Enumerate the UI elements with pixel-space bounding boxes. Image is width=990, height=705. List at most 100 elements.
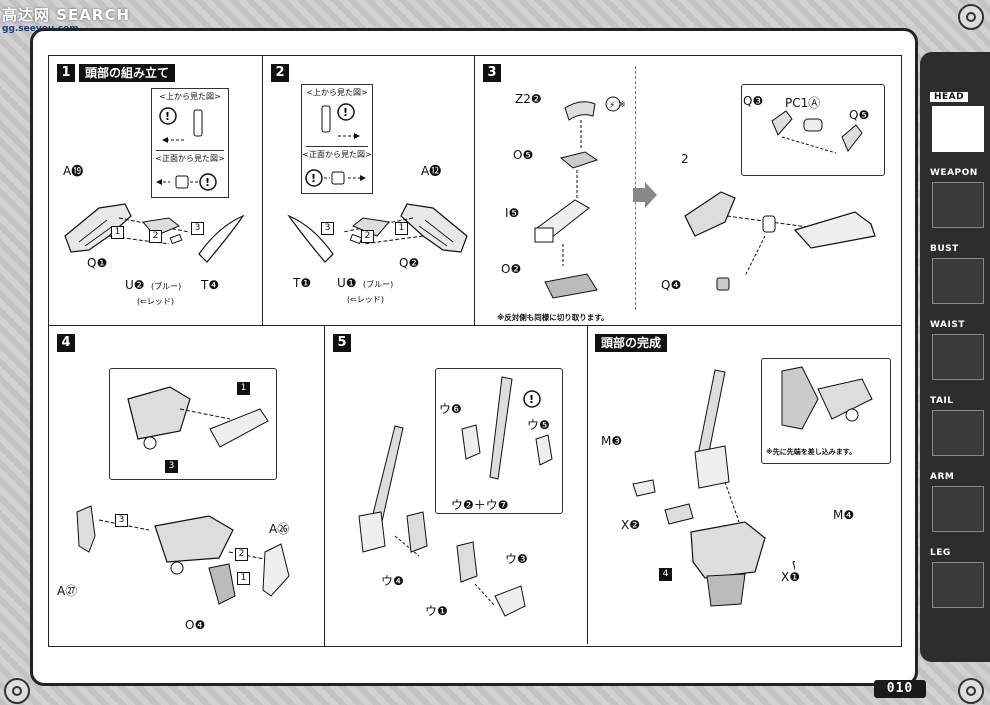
order-badge: 1 [395, 222, 408, 235]
color-alt-note: (⇐レッド) [137, 297, 174, 306]
part-label: Q❷ [399, 256, 420, 270]
tab-label: LEG [930, 548, 951, 558]
svg-text:!: ! [165, 110, 170, 123]
flow-arrow-icon [633, 182, 657, 208]
joint-detail-diagram [771, 110, 863, 154]
step-2-panel: 2 <上から見た図> ! <正面から見た図> ! 1 2 3 A⓬ Q❷ U❶ … [262, 55, 476, 327]
weapon-part-icon [932, 182, 984, 228]
top-view-diagram: ! [159, 107, 203, 143]
part-label: I❺ [505, 206, 520, 220]
part-label: A⓳ [63, 164, 84, 178]
color-alt-note: (⇐レッド) [347, 295, 384, 304]
top-view-diagram: ! [321, 103, 360, 139]
corner-bolt-icon [958, 678, 984, 704]
head-parts-diagram [287, 203, 468, 263]
part-label: Q❹ [661, 278, 682, 292]
part-label: PC1Ⓐ [785, 96, 821, 110]
front-view-label: <正面から見た図> [155, 154, 225, 163]
head-assembly-diagram [76, 505, 290, 605]
top-view-label: <上から見た図> [306, 88, 368, 97]
sidebar-tab-bust[interactable]: BUST [928, 244, 986, 306]
part-label: O❹ [185, 618, 206, 632]
part-label: U❷ [125, 278, 145, 292]
step-number: 2 [271, 64, 289, 82]
order-badge: 2 [235, 548, 248, 561]
part-label: U❶ [337, 276, 357, 290]
order-badge: 3 [321, 222, 334, 235]
step-number: 1 [57, 64, 75, 82]
view-callout: <上から見た図> ! <正面から見た図> ! [151, 88, 229, 198]
tab-label: HEAD [930, 92, 969, 102]
step-number: 4 [57, 334, 75, 352]
order-badge: 2 [361, 230, 374, 243]
tab-label: ARM [930, 472, 955, 482]
svg-text:!: ! [343, 106, 348, 119]
sidebar-tab-weapon[interactable]: WEAPON [928, 168, 986, 230]
reference-step: 2 [681, 152, 689, 166]
step-1-panel: 1 頭部の組み立て <上から見た図> ! <正面から見た図> ! 1 2 3 A… [48, 55, 264, 327]
head-complete-diagram [632, 369, 795, 607]
part-label: ウ❸ [505, 552, 528, 566]
tab-label: WEAPON [930, 168, 978, 178]
step-3-panel: 3 ⚡ Z2❷ ※ O❺ I❺ O❷ ※反対側も同様に切り取ります。 Q❸ PC… [474, 55, 902, 327]
step-4-panel: 4 1 3 3 2 1 A㉖ A㉗ O❹ [48, 325, 326, 647]
step-title: 頭部の組み立て [79, 64, 176, 82]
head-sub-assembly-diagram [684, 191, 876, 291]
reference-step: 3 [165, 460, 178, 473]
detail-callout: ※先に先端を差し込みます。 [761, 358, 891, 464]
part-label: T❹ [201, 278, 220, 292]
tab-label: TAIL [930, 396, 954, 406]
reference-step: 1 [237, 382, 250, 395]
part-label: Z2❷ [515, 92, 542, 106]
part-label: M❹ [833, 508, 855, 522]
blade-detail-diagram: ! [461, 376, 553, 480]
color-note: (ブルー) [363, 280, 394, 289]
part-label: A⓬ [421, 164, 442, 178]
blade-assembly-diagram [358, 425, 526, 617]
svg-text:!: ! [205, 176, 210, 189]
order-badge: 2 [149, 230, 162, 243]
svg-text:⚡: ⚡ [609, 101, 615, 111]
part-label: ウ❻ [439, 402, 462, 416]
part-label: A㉖ [269, 522, 290, 536]
part-label: A㉗ [57, 584, 78, 598]
front-view-diagram: ! [156, 173, 217, 191]
part-label: M❸ [601, 434, 623, 448]
waist-part-icon [932, 334, 984, 380]
sidebar-tab-head[interactable]: HEAD [928, 92, 986, 154]
order-badge: 3 [115, 514, 128, 527]
part-index-sidebar: HEAD WEAPON BUST WAIST TAIL ARM LEG [920, 52, 990, 662]
detail-callout [741, 84, 885, 176]
head-parts-diagram [64, 203, 245, 263]
part-label: Q❸ [743, 94, 764, 108]
part-label: O❺ [513, 148, 534, 162]
tip-insert-detail-diagram [781, 366, 873, 430]
sidebar-tab-tail[interactable]: TAIL [928, 396, 986, 458]
front-view-label: <正面から見た図> [302, 150, 372, 159]
detail-note: ※先に先端を差し込みます。 [766, 448, 857, 456]
part-label: X❷ [621, 518, 640, 532]
sidebar-tab-arm[interactable]: ARM [928, 472, 986, 534]
sidebar-tab-waist[interactable]: WAIST [928, 320, 986, 382]
part-label: ウ❺ [527, 418, 550, 432]
arm-part-icon [932, 486, 984, 532]
sidebar-tab-leg[interactable]: LEG [928, 548, 986, 610]
part-label: T❶ [293, 276, 312, 290]
tab-label: WAIST [930, 320, 965, 330]
view-callout: <上から見た図> ! <正面から見た図> ! [301, 84, 373, 194]
part-label: ウ❶ [425, 604, 448, 618]
order-badge: 1 [237, 572, 250, 585]
asterisk-mark: ※ [619, 100, 626, 109]
page-number: 010 [874, 680, 926, 698]
tail-part-icon [932, 410, 984, 456]
order-badge: 1 [111, 226, 124, 239]
front-view-diagram: ! [305, 169, 366, 187]
step-number: 3 [483, 64, 501, 82]
corner-bolt-icon [958, 4, 984, 30]
reference-step: 4 [659, 568, 672, 581]
part-label: Q❶ [87, 256, 108, 270]
head-part-icon [932, 106, 984, 152]
complete-title: 頭部の完成 [595, 334, 668, 352]
step-5-panel: 5 ! ウ❻ ウ❺ ウ❷＋ウ❼ ウ❹ ウ❶ ウ❸ 頭部の完成 ※先に先端を差し込… [324, 325, 902, 647]
order-badge: 3 [191, 222, 204, 235]
